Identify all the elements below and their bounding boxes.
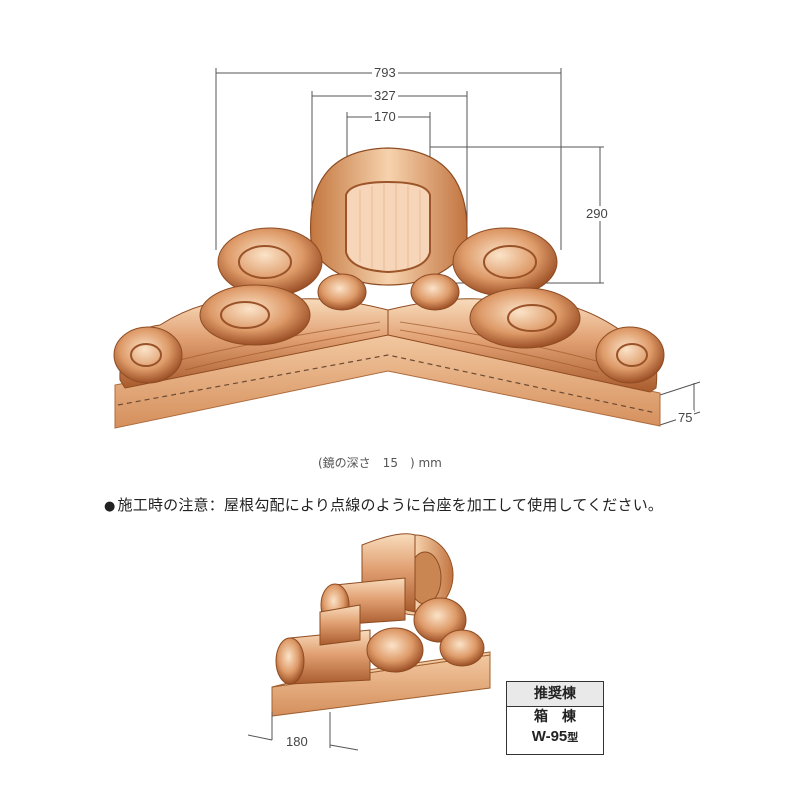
recommended-header: 推奨棟 xyxy=(507,682,603,707)
perspective-view xyxy=(247,533,491,751)
model-number: W-95 xyxy=(531,728,568,745)
dimension-depth: 180 xyxy=(284,734,310,749)
base-dashed-cut-line xyxy=(117,354,657,414)
bullet-icon: ● xyxy=(104,499,116,514)
caution-text: 施工時の注意：屋根勾配により点線のように台座を加工して使用してください。 xyxy=(117,496,664,514)
mirror-depth-note: (鏡の深さ 15 ) mm xyxy=(318,456,442,470)
cloud-swirls-left xyxy=(113,227,367,384)
cloud-swirls-right xyxy=(410,227,665,384)
scroll-rolls xyxy=(275,577,406,685)
dimension-height: 290 xyxy=(584,206,610,221)
dimension-mirror-width: 170 xyxy=(372,109,398,124)
dimension-total-width: 793 xyxy=(372,65,398,80)
dimension-base-height: 75 xyxy=(676,410,695,425)
ridge-type: 箱 棟 xyxy=(534,709,576,725)
recommended-ridge-box: 推奨棟 箱 棟 W-95型 xyxy=(506,681,604,755)
front-elevation xyxy=(113,68,701,429)
ridge-model: W-95型 xyxy=(507,727,603,748)
dimension-inner-width: 327 xyxy=(372,88,398,103)
model-suffix: 型 xyxy=(567,732,579,744)
installation-caution: ●施工時の注意：屋根勾配により点線のように台座を加工して使用してください。 xyxy=(104,494,663,515)
mirror xyxy=(345,180,431,274)
